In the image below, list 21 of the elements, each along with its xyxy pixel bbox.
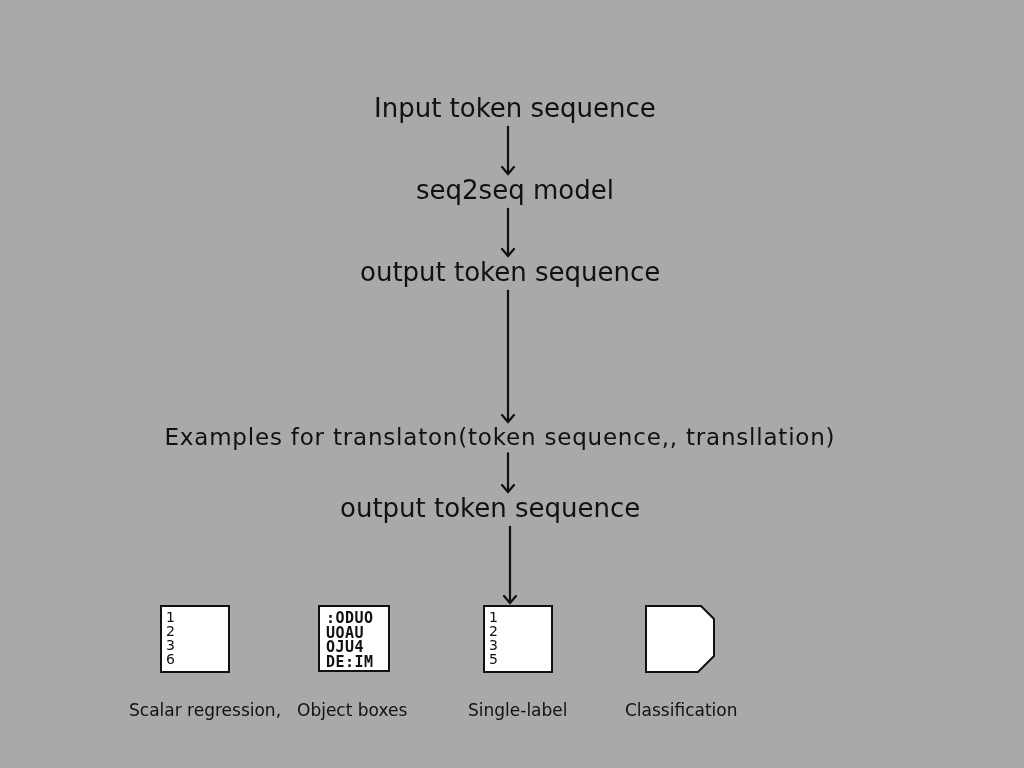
arrow	[500, 125, 516, 176]
digit-list: 1 2 3 6	[166, 610, 175, 666]
arrow	[500, 207, 516, 258]
glyph-text: :ODUO UOAU OJU4 DE:IM	[326, 611, 375, 669]
step-label: Examples for translaton(token sequence,, transllation)	[164, 424, 836, 451]
output-caption: Scalar regression,	[129, 701, 282, 721]
arrow	[500, 289, 516, 424]
step-label: output token sequence	[360, 258, 661, 288]
output-caption: Object boxes	[297, 701, 408, 721]
arrow	[500, 452, 516, 494]
output-box	[318, 605, 390, 672]
output-tag-shape	[645, 605, 715, 673]
step-label: output token sequence	[340, 494, 641, 524]
output-box	[483, 605, 553, 673]
digit-list: 1 2 3 5	[489, 610, 498, 666]
output-caption: Single-label	[468, 701, 568, 721]
step-label: Input token sequence	[374, 94, 656, 124]
step-label: seq2seq model	[416, 176, 614, 206]
output-box	[160, 605, 230, 673]
output-caption: Classification	[625, 701, 738, 721]
arrow	[502, 525, 518, 605]
